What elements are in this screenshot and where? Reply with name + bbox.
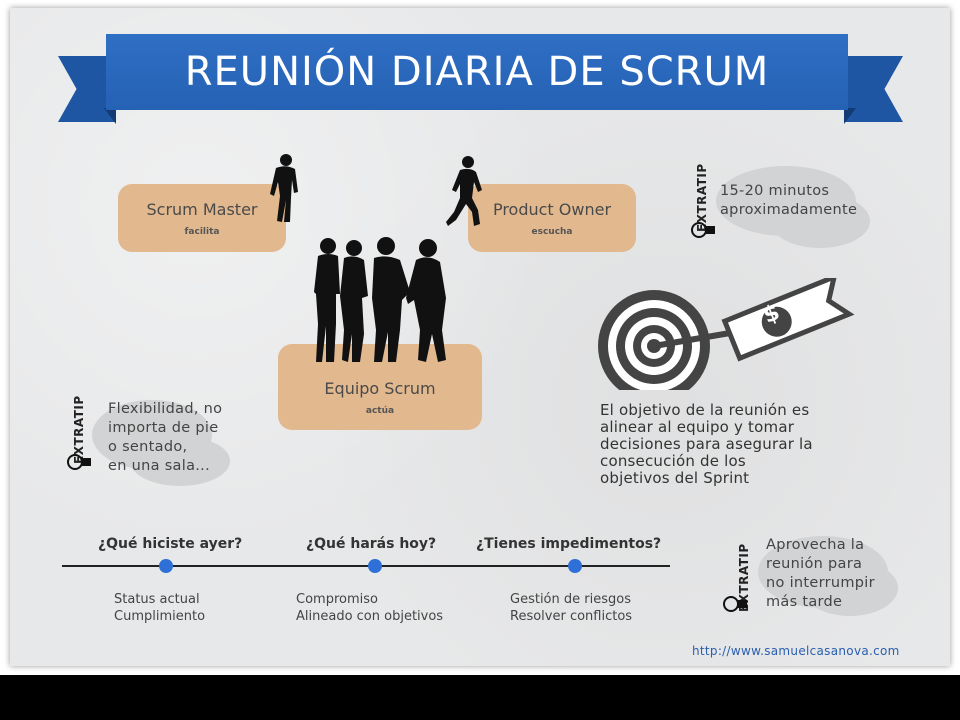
role-name: Product Owner	[492, 199, 612, 219]
tip-cloud	[130, 436, 230, 486]
page-title: REUNIÓN DIARIA DE SCRUM	[106, 34, 848, 110]
answer-impediments: Gestión de riesgos Resolver conflictos	[510, 592, 633, 624]
answer-today: Compromiso Alineado con objetivos	[296, 592, 444, 624]
tip-text-interrupt: Aprovecha la reunión para no interrumpir…	[766, 537, 875, 610]
target-icon	[598, 278, 855, 390]
question-yesterday: ¿Qué hiciste ayer?	[98, 536, 243, 552]
tip-text-duration: 15-20 minutos aproximadamente	[720, 183, 858, 218]
bottom-letterbox	[0, 675, 960, 720]
role-action: escucha	[531, 226, 573, 237]
ribbon-tail-right	[845, 56, 903, 122]
role-action: actúa	[365, 405, 395, 416]
person-silhouette-icon	[270, 154, 298, 222]
lightbulb-icon	[67, 454, 91, 470]
lightbulb-icon	[691, 222, 715, 238]
source-url[interactable]: http://www.samuelcasanova.com	[692, 644, 900, 658]
role-name: Equipo Scrum	[324, 378, 436, 398]
dollar-bill-icon	[721, 278, 855, 362]
question-impediments: ¿Tienes impedimentos?	[476, 536, 662, 552]
timeline-dot	[368, 559, 382, 573]
infographic-canvas: REUNIÓN DIARIA DE SCRUM Scrum Master fac…	[10, 8, 950, 666]
timeline-dot	[159, 559, 173, 573]
tip-cloud	[802, 560, 898, 616]
tip-cloud	[770, 194, 870, 248]
objective-text: El objetivo de la reunión es alinear al …	[600, 401, 813, 487]
role-product-owner: Product Owner escucha	[468, 184, 636, 252]
lightbulb-icon	[723, 596, 747, 612]
role-team: Equipo Scrum actúa	[278, 344, 482, 430]
role-name: Scrum Master	[146, 199, 258, 219]
timeline-dot	[568, 559, 582, 573]
tip-text-flexibility: Flexibilidad, no importa de pie o sentad…	[108, 401, 223, 474]
team-silhouette-icon	[314, 237, 446, 362]
person-silhouette-icon	[446, 156, 482, 226]
slide: REUNIÓN DIARIA DE SCRUM Scrum Master fac…	[0, 0, 960, 675]
question-today: ¿Qué harás hoy?	[306, 536, 437, 552]
role-scrum-master: Scrum Master facilita	[118, 184, 286, 252]
role-action: facilita	[184, 226, 220, 237]
timeline-line	[62, 565, 670, 567]
answer-yesterday: Status actual Cumplimiento	[114, 592, 206, 624]
